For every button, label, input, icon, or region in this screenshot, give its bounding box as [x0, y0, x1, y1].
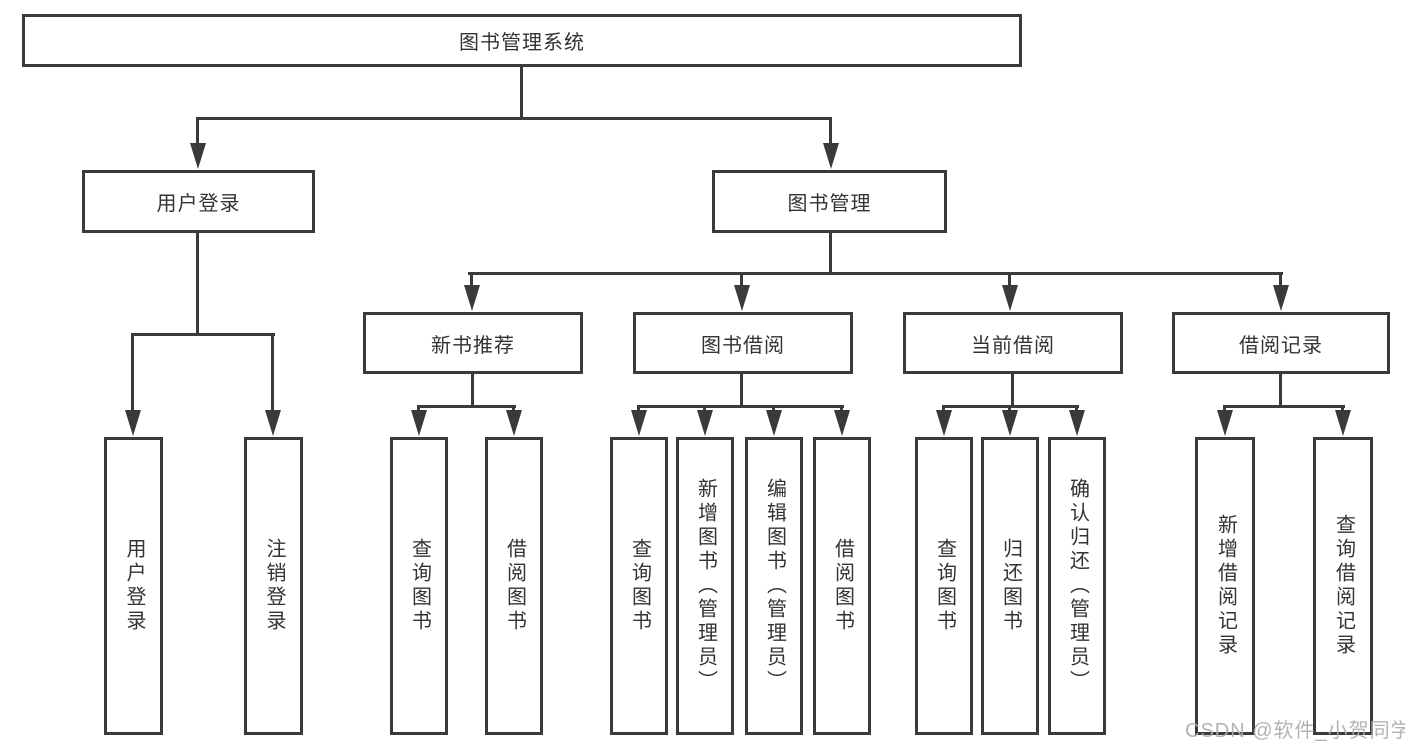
arrow-down-icon [766, 410, 782, 436]
connector-line [703, 405, 706, 413]
node-book-management: 图书管理 [712, 170, 947, 233]
arrow-down-icon [1273, 285, 1289, 311]
arrow-down-icon [936, 410, 952, 436]
node-label: 新书推荐 [431, 334, 515, 357]
node-current-borrow: 当前借阅 [903, 312, 1123, 374]
connector-line [637, 405, 844, 408]
connector-line [512, 405, 515, 413]
leaf-label: 新增借阅记录 [1214, 514, 1237, 658]
node-label: 图书借阅 [701, 334, 785, 357]
connector-line [196, 117, 832, 120]
leaf-label: 查询借阅记录 [1332, 514, 1355, 658]
arrow-down-icon [125, 410, 141, 436]
arrow-down-icon [697, 410, 713, 436]
arrow-down-icon [265, 410, 281, 436]
leaf-borrow-edit-books-admin: 编辑图书（管理员） [745, 437, 803, 735]
connector-line [417, 405, 420, 413]
connector-line [417, 405, 516, 408]
connector-line [1279, 373, 1282, 407]
leaf-user-login: 用户登录 [104, 437, 163, 735]
leaf-borrow-borrow-books: 借阅图书 [813, 437, 871, 735]
leaf-label: 注销登录 [263, 538, 285, 634]
arrow-down-icon [834, 410, 850, 436]
leaf-borrow-query-books: 查询图书 [610, 437, 668, 735]
leaf-label: 确认归还（管理员） [1066, 478, 1089, 694]
node-new-book-recommend: 新书推荐 [363, 312, 583, 374]
arrow-down-icon [506, 410, 522, 436]
connector-line [637, 405, 640, 413]
leaf-label: 新增图书（管理员） [694, 478, 717, 694]
connector-line [271, 333, 274, 411]
connector-line [840, 405, 843, 413]
connector-line [740, 272, 743, 287]
connector-line [131, 333, 275, 336]
leaf-label: 查询图书 [628, 538, 651, 634]
node-label: 图书管理 [787, 193, 872, 215]
node-borrow-records: 借阅记录 [1172, 312, 1390, 374]
arrow-down-icon [1069, 410, 1085, 436]
connector-line [1008, 272, 1011, 287]
node-book-borrow: 图书借阅 [633, 312, 853, 374]
leaf-current-return-books: 归还图书 [981, 437, 1039, 735]
leaf-borrow-add-books-admin: 新增图书（管理员） [676, 437, 734, 735]
connector-line [520, 66, 523, 119]
leaf-label: 查询图书 [408, 538, 431, 634]
node-library-management-system: 图书管理系统 [22, 14, 1022, 67]
connector-line [942, 405, 945, 413]
connector-line [1341, 405, 1344, 413]
connector-line [131, 333, 134, 411]
node-label: 用户登录 [156, 193, 241, 215]
leaf-label: 编辑图书（管理员） [763, 478, 786, 694]
node-label: 图书管理系统 [459, 32, 585, 54]
arrow-down-icon [823, 143, 839, 169]
connector-line [1011, 373, 1014, 407]
connector-line [1008, 405, 1011, 413]
connector-line [829, 232, 832, 275]
connector-line [1223, 405, 1345, 408]
node-user-login: 用户登录 [82, 170, 315, 233]
leaf-label: 用户登录 [123, 538, 145, 634]
connector-line [468, 272, 1283, 275]
arrow-down-icon [734, 285, 750, 311]
leaf-newbook-query-books: 查询图书 [390, 437, 448, 735]
leaf-newbook-borrow-books: 借阅图书 [485, 437, 543, 735]
leaf-label: 查询图书 [933, 538, 956, 634]
connector-line [470, 272, 473, 287]
leaf-label: 借阅图书 [503, 538, 526, 634]
arrow-down-icon [1002, 410, 1018, 436]
leaf-current-confirm-return-admin: 确认归还（管理员） [1048, 437, 1106, 735]
connector-line [196, 117, 199, 145]
arrow-down-icon [411, 410, 427, 436]
arrow-down-icon [464, 285, 480, 311]
arrow-down-icon [190, 143, 206, 169]
leaf-current-query-books: 查询图书 [915, 437, 973, 735]
connector-line [1279, 272, 1282, 287]
connector-line [772, 405, 775, 413]
node-label: 借阅记录 [1239, 334, 1323, 357]
arrow-down-icon [631, 410, 647, 436]
leaf-logout: 注销登录 [244, 437, 303, 735]
leaf-label: 归还图书 [999, 538, 1022, 634]
connector-line [471, 373, 474, 407]
leaf-records-add-record: 新增借阅记录 [1195, 437, 1255, 735]
leaf-records-query-record: 查询借阅记录 [1313, 437, 1373, 735]
connector-line [829, 117, 832, 145]
node-label: 当前借阅 [971, 334, 1055, 357]
arrow-down-icon [1335, 410, 1351, 436]
leaf-label: 借阅图书 [831, 538, 854, 634]
connector-line [196, 232, 199, 336]
connector-line [1075, 405, 1078, 413]
csdn-watermark: CSDN @软件_小贺同学 [1185, 720, 1405, 742]
arrow-down-icon [1002, 285, 1018, 311]
arrow-down-icon [1217, 410, 1233, 436]
connector-line [740, 373, 743, 407]
connector-line [1223, 405, 1226, 413]
